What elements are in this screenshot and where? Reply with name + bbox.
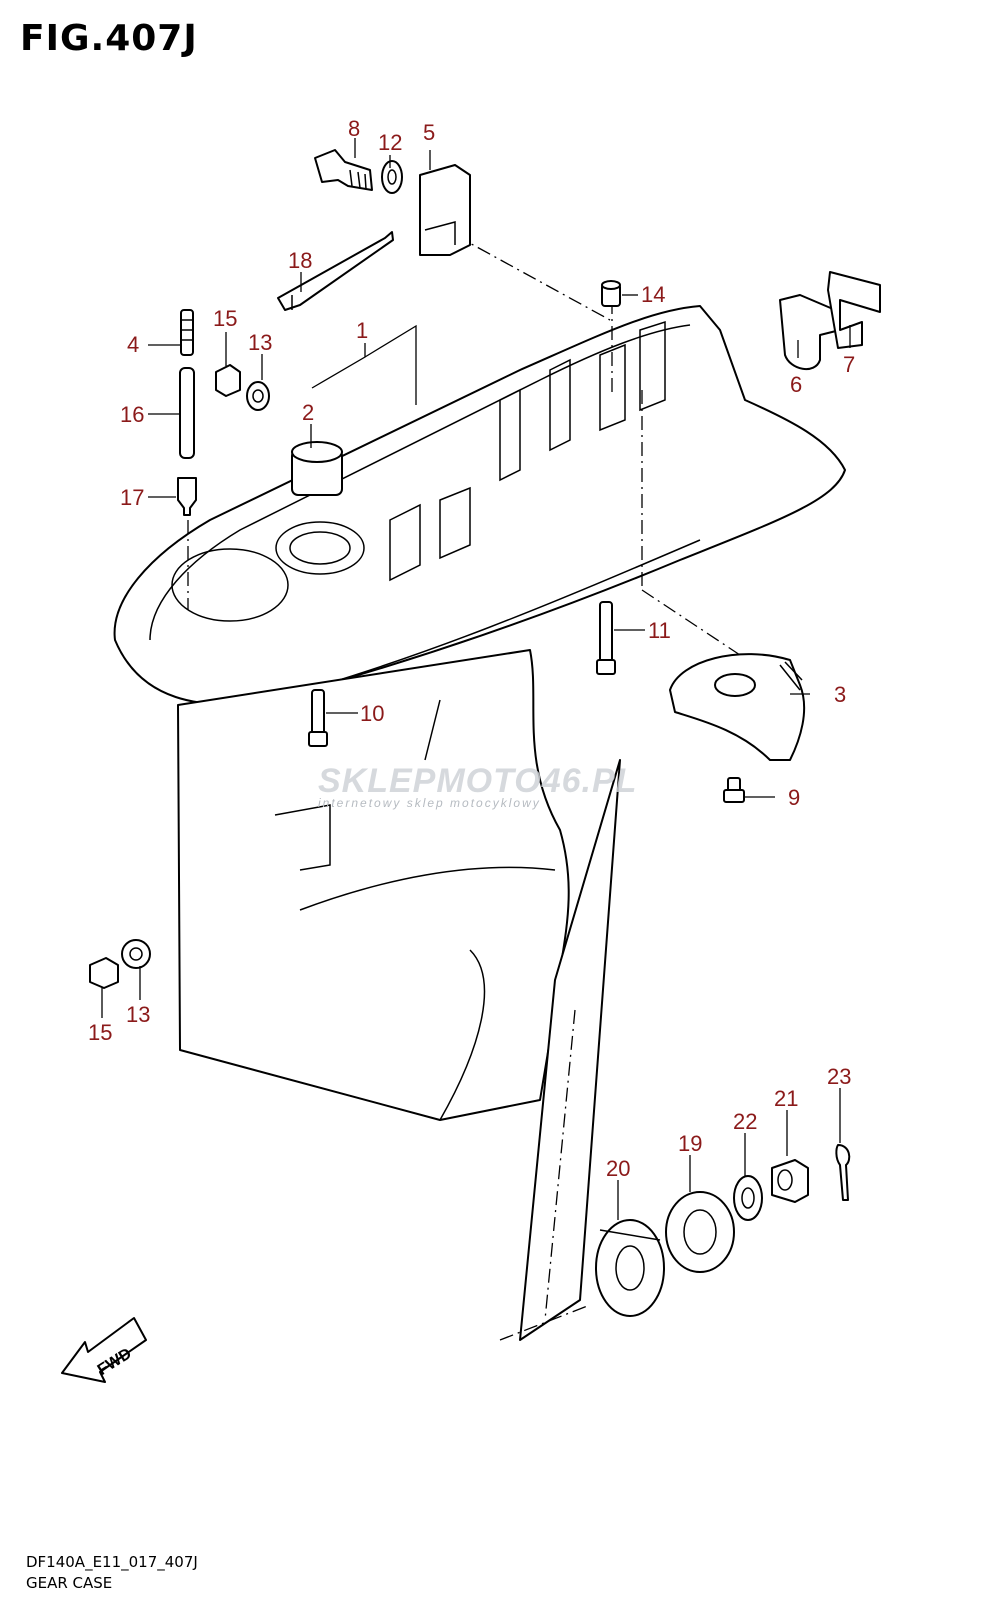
part-23-cotter-pin xyxy=(835,1144,851,1201)
callout-11: 11 xyxy=(648,618,671,643)
part-20-thrust-holder xyxy=(595,1219,665,1317)
watermark-brand: SKLEPMOTO46.PL xyxy=(318,762,638,800)
callout-15b: 15 xyxy=(88,1020,112,1045)
part-21-nut xyxy=(771,1159,809,1203)
part-19-spacer xyxy=(665,1191,735,1273)
callout-12: 12 xyxy=(378,130,402,155)
part-11-bolt xyxy=(596,601,616,675)
callout-10: 10 xyxy=(360,701,384,726)
part-14-pin xyxy=(601,280,621,307)
part-3-trim-tab xyxy=(669,653,806,761)
part-13-washer-top xyxy=(246,381,270,411)
assembly-lines xyxy=(187,234,741,1341)
figure-title: FIG.407J xyxy=(20,18,198,59)
callout-19: 19 xyxy=(678,1131,702,1156)
callout-21: 21 xyxy=(774,1086,798,1111)
part-9-screw xyxy=(723,777,745,803)
leader-lines xyxy=(101,138,851,1220)
callout-17: 17 xyxy=(120,485,144,510)
callout-3: 3 xyxy=(834,682,846,707)
part-13-washer-bottom xyxy=(121,939,151,969)
part-8-bolt xyxy=(314,149,373,191)
part-7-bracket xyxy=(827,271,881,349)
figure-code: DF140A_E11_017_407J xyxy=(26,1553,198,1571)
callout-22: 22 xyxy=(733,1109,757,1134)
callout-18: 18 xyxy=(288,248,312,273)
callout-9: 9 xyxy=(788,785,800,810)
gear-case-housing xyxy=(113,305,846,1341)
callout-5: 5 xyxy=(423,120,435,145)
callout-23: 23 xyxy=(827,1064,851,1089)
part-16-tube xyxy=(179,367,195,459)
part-4-nipple xyxy=(180,309,194,356)
part-15-plug-bottom xyxy=(89,957,119,989)
callout-16: 16 xyxy=(120,402,144,427)
callout-7: 7 xyxy=(843,352,855,377)
callout-15a: 15 xyxy=(213,306,237,331)
callout-1: 1 xyxy=(356,318,368,343)
part-5-cover xyxy=(419,164,471,256)
part-22-washer xyxy=(733,1175,763,1221)
callout-4: 4 xyxy=(127,332,139,357)
callout-20: 20 xyxy=(606,1156,630,1181)
callout-2: 2 xyxy=(302,400,314,425)
callout-6: 6 xyxy=(790,372,802,397)
part-12-washer xyxy=(381,160,403,194)
callout-13b: 13 xyxy=(126,1002,150,1027)
figure-caption: GEAR CASE xyxy=(26,1574,113,1592)
part-17-fitting xyxy=(177,477,197,516)
fwd-arrow-icon: FWD xyxy=(61,1317,147,1383)
part-18-cable-tie xyxy=(277,231,394,311)
watermark-tagline: internetowy sklep motocyklowy xyxy=(318,796,541,810)
callout-labels: 1 2 3 4 5 6 7 8 9 10 11 12 13 13 14 15 1… xyxy=(88,116,855,1181)
callout-13a: 13 xyxy=(248,330,272,355)
callout-14: 14 xyxy=(641,282,665,307)
part-10-bolt xyxy=(308,689,328,747)
callout-8: 8 xyxy=(348,116,360,141)
part-15-plug-top xyxy=(215,364,241,397)
